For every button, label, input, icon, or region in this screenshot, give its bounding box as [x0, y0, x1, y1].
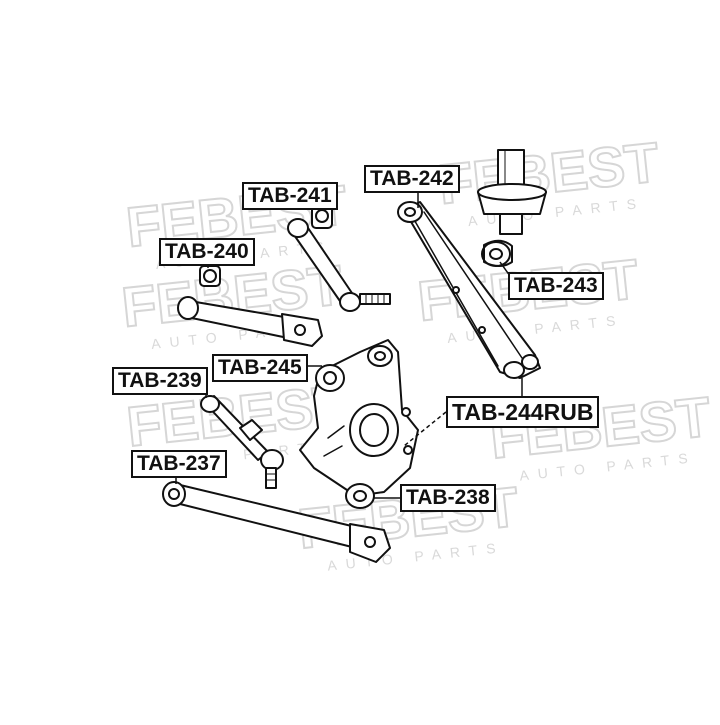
callout-tab-237: TAB-237 — [131, 450, 227, 478]
callout-tab-243: TAB-243 — [508, 272, 604, 300]
trailing-arm-drawing — [397, 201, 541, 379]
knuckle-drawing — [299, 339, 419, 509]
callout-tab-238: TAB-238 — [400, 484, 496, 512]
callout-tab-242: TAB-242 — [364, 165, 460, 193]
leader-line-tab-244rub-dashed — [403, 411, 447, 447]
shock-absorber-drawing — [477, 149, 547, 267]
callout-tab-241: TAB-241 — [242, 182, 338, 210]
upper-arm-drawing — [287, 205, 391, 312]
callout-tab-239: TAB-239 — [112, 367, 208, 395]
callout-tab-240: TAB-240 — [159, 238, 255, 266]
callout-tab-244rub: TAB-244RUB — [446, 396, 600, 428]
leader-lines — [175, 192, 523, 499]
lower-arm-drawing — [177, 265, 323, 347]
long-arm-drawing — [162, 481, 391, 563]
part-drawings — [162, 149, 547, 563]
toe-link-drawing — [200, 395, 284, 489]
callout-tab-245: TAB-245 — [212, 354, 308, 382]
